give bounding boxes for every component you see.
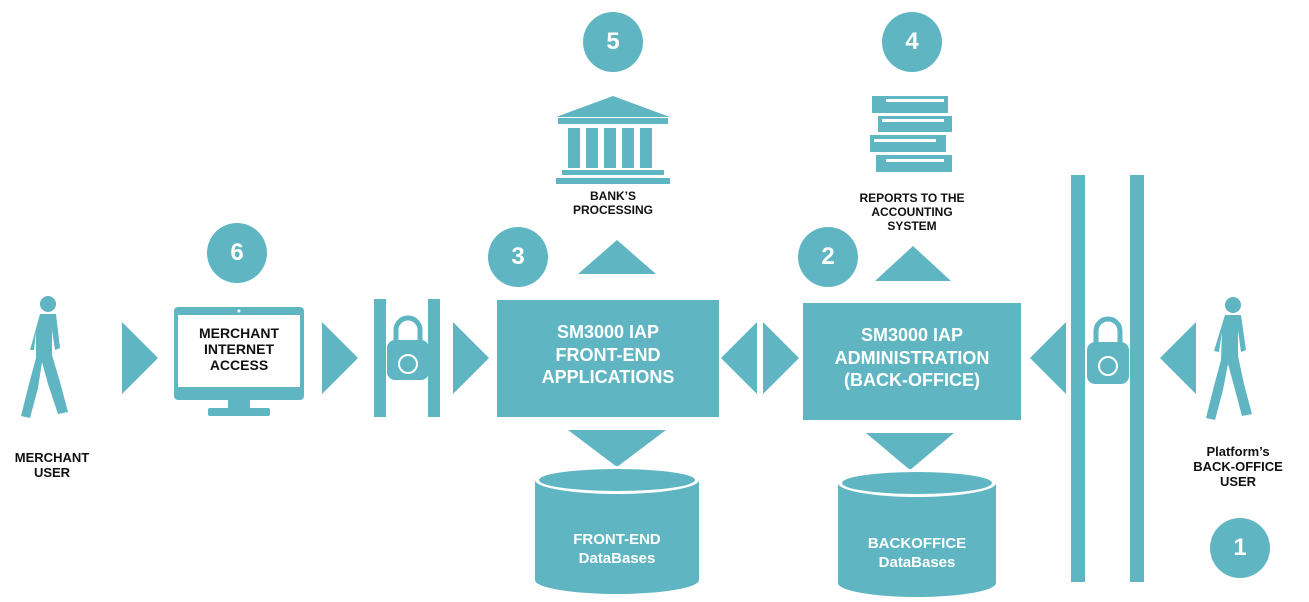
step-number-5: 5 xyxy=(606,28,620,55)
step-number-2: 2 xyxy=(821,243,835,270)
step-number-4: 4 xyxy=(905,28,919,55)
step-circle-5 xyxy=(583,12,643,72)
arrow-admin-to-reports xyxy=(875,246,951,281)
arrow-firewall-to-admin xyxy=(1030,322,1066,394)
arrow-bidirectional-left xyxy=(721,322,757,394)
step-circle-3 xyxy=(488,227,548,287)
merchant-user-icon xyxy=(21,296,68,418)
front-end-box xyxy=(497,300,719,417)
step-circle-6 xyxy=(207,223,267,283)
step-circle-2 xyxy=(798,227,858,287)
step-number-3: 3 xyxy=(511,243,525,270)
firewall-right xyxy=(1071,175,1144,582)
front-db-cylinder xyxy=(535,466,699,594)
step-circle-1 xyxy=(1210,518,1270,578)
arrow-admin-to-db xyxy=(866,433,954,470)
arrow-user-to-firewall xyxy=(1160,322,1196,394)
arrow-front-to-db xyxy=(568,430,666,467)
arrow-merchant-to-monitor xyxy=(122,322,158,394)
step-number-6: 6 xyxy=(230,239,244,266)
step-circle-4 xyxy=(882,12,942,72)
arrow-front-to-bank xyxy=(578,240,656,274)
arrow-bidirectional-right xyxy=(763,322,799,394)
bank-icon xyxy=(556,96,670,184)
monitor-icon xyxy=(174,307,304,416)
arrow-monitor-to-firewall xyxy=(322,322,358,394)
arrow-firewall-to-front xyxy=(453,322,489,394)
backoffice-user-icon xyxy=(1206,297,1252,420)
admin-box xyxy=(803,303,1021,420)
firewall-left xyxy=(374,299,440,417)
books-icon xyxy=(870,96,952,172)
step-number-1: 1 xyxy=(1233,534,1247,561)
back-db-cylinder xyxy=(838,469,996,597)
